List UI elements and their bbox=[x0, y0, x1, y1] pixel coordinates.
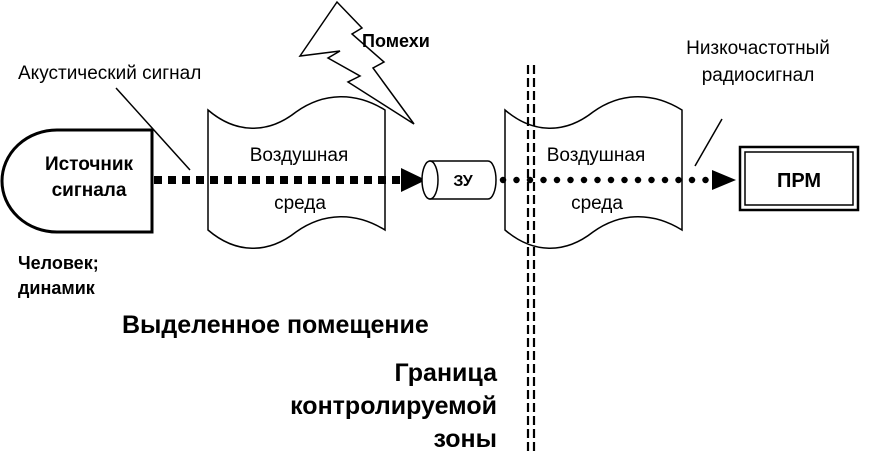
receiver: ПРМ bbox=[738, 145, 860, 212]
acoustic-signal-callout: Акустический сигнал bbox=[18, 63, 201, 171]
source-examples-line-2: динамик bbox=[18, 278, 96, 298]
radio-signal-label-line-2: радиосигнал bbox=[702, 65, 815, 86]
recorder-cylinder-body bbox=[429, 160, 497, 200]
acoustic-signal-arrowhead bbox=[401, 168, 426, 192]
radio-signal-leader-line bbox=[694, 118, 723, 167]
lightning-bolt-icon bbox=[298, 0, 415, 125]
controlled-zone-boundary-label: Граница контролируемой зоны bbox=[290, 359, 498, 453]
acoustic-signal-label: Акустический сигнал bbox=[18, 63, 201, 84]
boundary-label-line-3: зоны bbox=[433, 425, 497, 453]
controlled-zone-boundary-line bbox=[526, 65, 536, 453]
radio-signal-callout: Низкочастотный радиосигнал bbox=[686, 38, 830, 167]
air-medium-2-line-2: среда bbox=[571, 193, 623, 214]
air-medium-1-shape bbox=[207, 96, 386, 249]
air-medium-1-line-1: Воздушная bbox=[250, 145, 349, 166]
recorder: ЗУ bbox=[421, 160, 497, 200]
recorder-cylinder-end bbox=[421, 160, 439, 200]
recorder-label: ЗУ bbox=[453, 173, 473, 190]
boundary-label-line-1: Граница bbox=[395, 359, 499, 387]
radio-signal-label-line-1: Низкочастотный bbox=[686, 38, 830, 59]
acoustic-signal-leader-line bbox=[115, 87, 191, 171]
signal-source-line-1: Источник bbox=[45, 154, 134, 175]
air-medium-1: Воздушная среда bbox=[207, 96, 386, 249]
source-examples-line-1: Человек; bbox=[18, 253, 99, 273]
radio-signal-arrow bbox=[499, 170, 736, 190]
interference: Помехи bbox=[298, 0, 430, 125]
signal-source-line-2: сигнала bbox=[52, 180, 127, 201]
air-medium-2-line-1: Воздушная bbox=[547, 145, 646, 166]
boundary-label-line-2: контролируемой bbox=[290, 392, 497, 420]
air-medium-2-shape bbox=[504, 96, 683, 249]
air-medium-1-line-2: среда bbox=[274, 193, 326, 214]
dedicated-room-label: Выделенное помещение bbox=[122, 311, 429, 339]
radio-signal-arrowhead bbox=[712, 170, 736, 190]
interference-label: Помехи bbox=[362, 31, 430, 51]
signal-source-shape bbox=[0, 128, 154, 234]
acoustic-signal-arrow bbox=[154, 168, 426, 192]
receiver-label: ПРМ bbox=[777, 170, 821, 192]
receiver-inner-border bbox=[744, 151, 854, 206]
signal-source: Источник сигнала bbox=[0, 128, 154, 234]
source-examples: Человек; динамик bbox=[18, 253, 99, 298]
air-medium-2: Воздушная среда bbox=[504, 96, 683, 249]
